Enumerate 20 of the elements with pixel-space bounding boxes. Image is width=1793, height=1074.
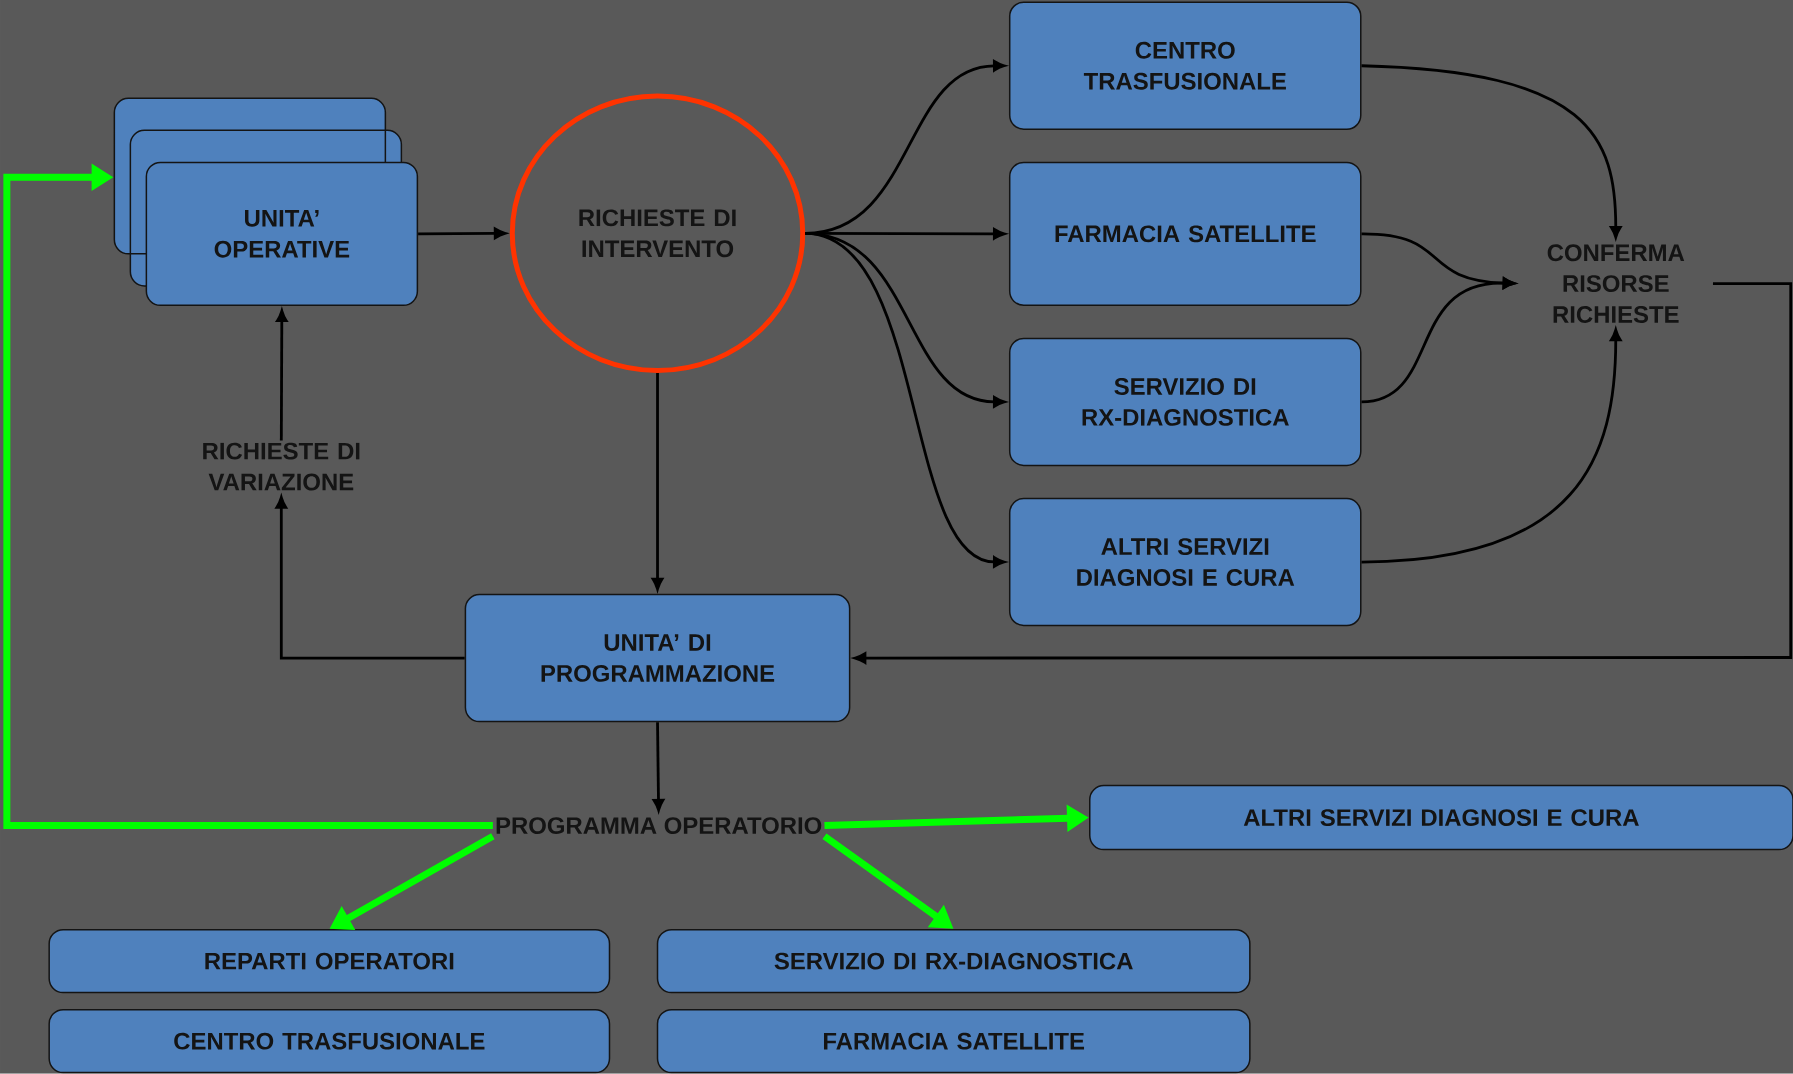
process-box: FARMACIA SATELLITE <box>656 1009 1251 1074</box>
process-box: FARMACIA SATELLITE <box>1008 161 1362 307</box>
arrow <box>276 309 288 441</box>
arrow <box>1361 64 1622 239</box>
process-box: UNITA’ OPERATIVE <box>145 161 419 307</box>
process-box: ALTRI SERVIZI DIAGNOSI E CURA <box>1089 784 1793 851</box>
arrow <box>652 722 665 812</box>
process-box: ALTRI SERVIZI DIAGNOSI E CURA <box>1008 497 1362 627</box>
text-label: PROGRAMMA OPERATORIO <box>496 817 822 835</box>
process-box: SERVIZIO DI RX-DIAGNOSTICA <box>1008 337 1362 467</box>
arrow <box>804 232 1006 568</box>
text-label: CONFERMA RISORSE RICHIESTE <box>1547 244 1685 324</box>
process-box: CENTRO TRASFUSIONALE <box>1008 1 1362 131</box>
process-box: UNITA’ DI PROGRAMMAZIONE <box>464 594 851 723</box>
process-box: REPARTI OPERATORI <box>48 929 611 994</box>
process-box: CENTRO TRASFUSIONALE <box>48 1009 611 1074</box>
process-box: SERVIZIO DI RX-DIAGNOSTICA <box>656 929 1251 994</box>
text-label: RICHIESTE DI VARIAZIONE <box>203 442 360 491</box>
arrow <box>418 227 507 240</box>
arrow <box>854 282 1793 664</box>
